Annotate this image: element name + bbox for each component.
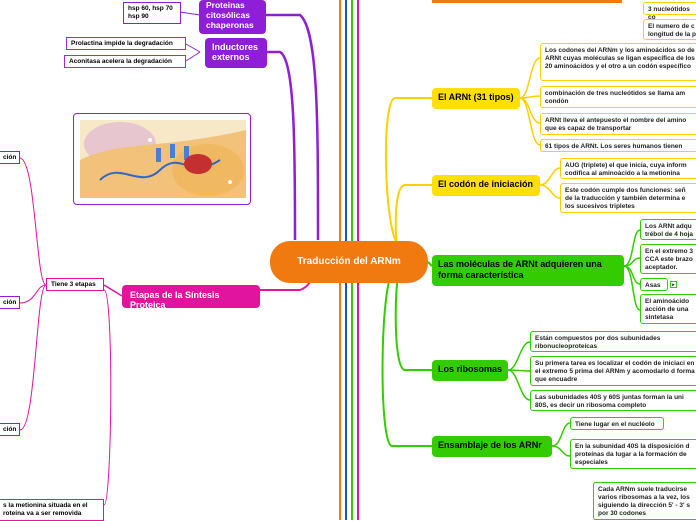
codon-node[interactable]: El codón de iniciación: [432, 175, 540, 196]
proteinas-label: Proteinas citosólicas chaperonas: [206, 0, 254, 30]
ensamblaje-leaf-1[interactable]: Tiene lugar en el nucléolo: [570, 417, 664, 430]
ensamblaje-leaf-2-text: En la subunidad 40S la disposición d pro…: [575, 443, 690, 466]
inductores-label: Inductores externos: [212, 42, 259, 62]
tiene-etapas-text: Tiene 3 etapas: [51, 281, 96, 288]
moleculas-leaf-3-text: Asas: [645, 282, 661, 289]
codon-leaf-1[interactable]: AUG (triplete) el que inicia, cuya infor…: [560, 158, 696, 179]
arnt-leaf-1[interactable]: Los codones del ARNm y los aminoácidos s…: [540, 43, 696, 81]
arnt-leaf-2-text: combinación de tres nucleótidos se llama…: [545, 90, 686, 105]
top-right-leaf-1-text: 3 nucleótidos co: [648, 6, 690, 21]
inductores-node[interactable]: Inductores externos: [205, 38, 267, 68]
stage-1-text: ción: [3, 154, 17, 161]
arnt-leaf-4[interactable]: 61 tipos de ARNt. Los seres humanos tien…: [540, 139, 696, 152]
stage-2[interactable]: ción: [0, 296, 20, 309]
top-orange-bar: [432, 0, 622, 3]
inductor-leaf-1-text: Prolactina impide la degradación: [71, 40, 173, 47]
ensamblaje-label: Ensamblaje de los ARNr: [438, 440, 542, 450]
stage-2-text: ción: [3, 299, 17, 306]
stage-1[interactable]: ción: [0, 151, 20, 164]
ribosomas-leaf-1-text: Están compuestos por dos subunidades rib…: [535, 335, 661, 350]
moleculas-leaf-2[interactable]: En el extremo 3 CCA este brazo aceptador…: [640, 244, 696, 274]
proteinas-node[interactable]: Proteinas citosólicas chaperonas: [199, 0, 266, 34]
ribosomas-node[interactable]: Los ribosomas: [432, 360, 508, 381]
codon-label: El codón de iniciación: [438, 179, 534, 189]
etapas-bottom-leaf-text: s la metionina situada en el roteína va …: [3, 502, 88, 517]
bottom-right-leaf[interactable]: Cada ARNm suele traducirse varios riboso…: [593, 482, 696, 520]
ribosomas-leaf-3-text: Las subunidades 40S y 60S juntas forman …: [535, 394, 684, 409]
ensamblaje-node[interactable]: Ensamblaje de los ARNr: [432, 436, 552, 457]
ribosomas-leaf-3[interactable]: Las subunidades 40S y 60S juntas forman …: [530, 390, 696, 411]
arnt-label: El ARNt (31 tipos): [438, 92, 514, 102]
inductor-leaf-2-text: Aconitasa acelera la degradación: [69, 58, 172, 65]
inductor-leaf-2[interactable]: Aconitasa acelera la degradación: [64, 55, 186, 68]
ensamblaje-leaf-1-text: Tiene lugar en el nucléolo: [575, 421, 655, 428]
ribosomas-leaf-2-text: Su primera tarea es localizar el codón d…: [535, 360, 695, 383]
top-right-leaf-2-text: El numero de c longitud de la p: [648, 23, 696, 38]
bottom-right-leaf-text: Cada ARNm suele traducirse varios riboso…: [598, 486, 690, 517]
ensamblaje-leaf-2[interactable]: En la subunidad 40S la disposición d pro…: [570, 439, 696, 469]
moleculas-leaf-1[interactable]: Los ARNt adqu trébol de 4 hoja: [640, 219, 696, 240]
arnt-leaf-4-text: 61 tipos de ARNt. Los seres humanos tien…: [545, 143, 683, 150]
top-right-leaf-1[interactable]: 3 nucleótidos co: [643, 2, 696, 21]
ribosome-illustration-icon: [80, 120, 246, 198]
ribosomas-leaf-1[interactable]: Están compuestos por dos subunidades rib…: [530, 331, 696, 352]
arnt-leaf-1-text: Los codones del ARNm y los aminoácidos s…: [545, 47, 695, 70]
arnt-leaf-2[interactable]: combinación de tres nucleótidos se llama…: [540, 86, 696, 108]
moleculas-label: Las moléculas de ARNt adquieren una form…: [438, 259, 602, 280]
stage-3-text: ción: [3, 426, 17, 433]
arnt-leaf-3-text: ARNt lleva el antepuesto el nombre del a…: [545, 117, 687, 132]
codon-leaf-2[interactable]: Este codón cumple dos funciones: señ de …: [560, 183, 696, 213]
codon-leaf-2-text: Este codón cumple dos funciones: señ de …: [565, 187, 686, 210]
arnt-leaf-3[interactable]: ARNt lleva el antepuesto el nombre del a…: [540, 113, 696, 135]
hsp-text: hsp 60, hsp 70 hsp 90: [128, 5, 173, 20]
etapas-node[interactable]: Etapas de la Síntesis Proteica: [122, 285, 260, 310]
inductor-leaf-1[interactable]: Prolactina impide la degradación: [66, 37, 186, 50]
moleculas-node[interactable]: Las moléculas de ARNt adquieren una form…: [432, 255, 624, 286]
center-topic[interactable]: Traducción del ARNm: [270, 241, 428, 283]
arnt-node[interactable]: El ARNt (31 tipos): [432, 88, 520, 109]
etapas-label: Etapas de la Síntesis Proteica: [130, 290, 220, 310]
moleculas-leaf-1-text: Los ARNt adqu trébol de 4 hoja: [645, 223, 694, 238]
ribosomas-label: Los ribosomas: [438, 364, 503, 374]
center-topic-label: Traducción del ARNm: [297, 256, 401, 267]
tiene-etapas-label[interactable]: Tiene 3 etapas: [46, 278, 104, 291]
codon-leaf-1-text: AUG (triplete) el que inicia, cuya infor…: [565, 162, 687, 177]
ribosomas-leaf-2[interactable]: Su primera tarea es localizar el codón d…: [530, 356, 696, 386]
asas-expand-icon[interactable]: ▸: [670, 281, 677, 288]
moleculas-leaf-4[interactable]: El aminoácido acción de una sintetasa: [640, 294, 696, 324]
moleculas-leaf-2-text: En el extremo 3 CCA este brazo aceptador…: [645, 248, 694, 271]
moleculas-leaf-4-text: El aminoácido acción de una sintetasa: [645, 298, 690, 321]
ribosome-image: [73, 113, 251, 205]
etapas-bottom-leaf[interactable]: s la metionina situada en el roteína va …: [0, 499, 104, 521]
top-right-leaf-2[interactable]: El numero de c longitud de la p: [643, 19, 696, 40]
stage-3[interactable]: ción: [0, 423, 20, 436]
hsp-label[interactable]: hsp 60, hsp 70 hsp 90: [123, 2, 181, 24]
moleculas-leaf-3[interactable]: Asas: [640, 278, 668, 291]
